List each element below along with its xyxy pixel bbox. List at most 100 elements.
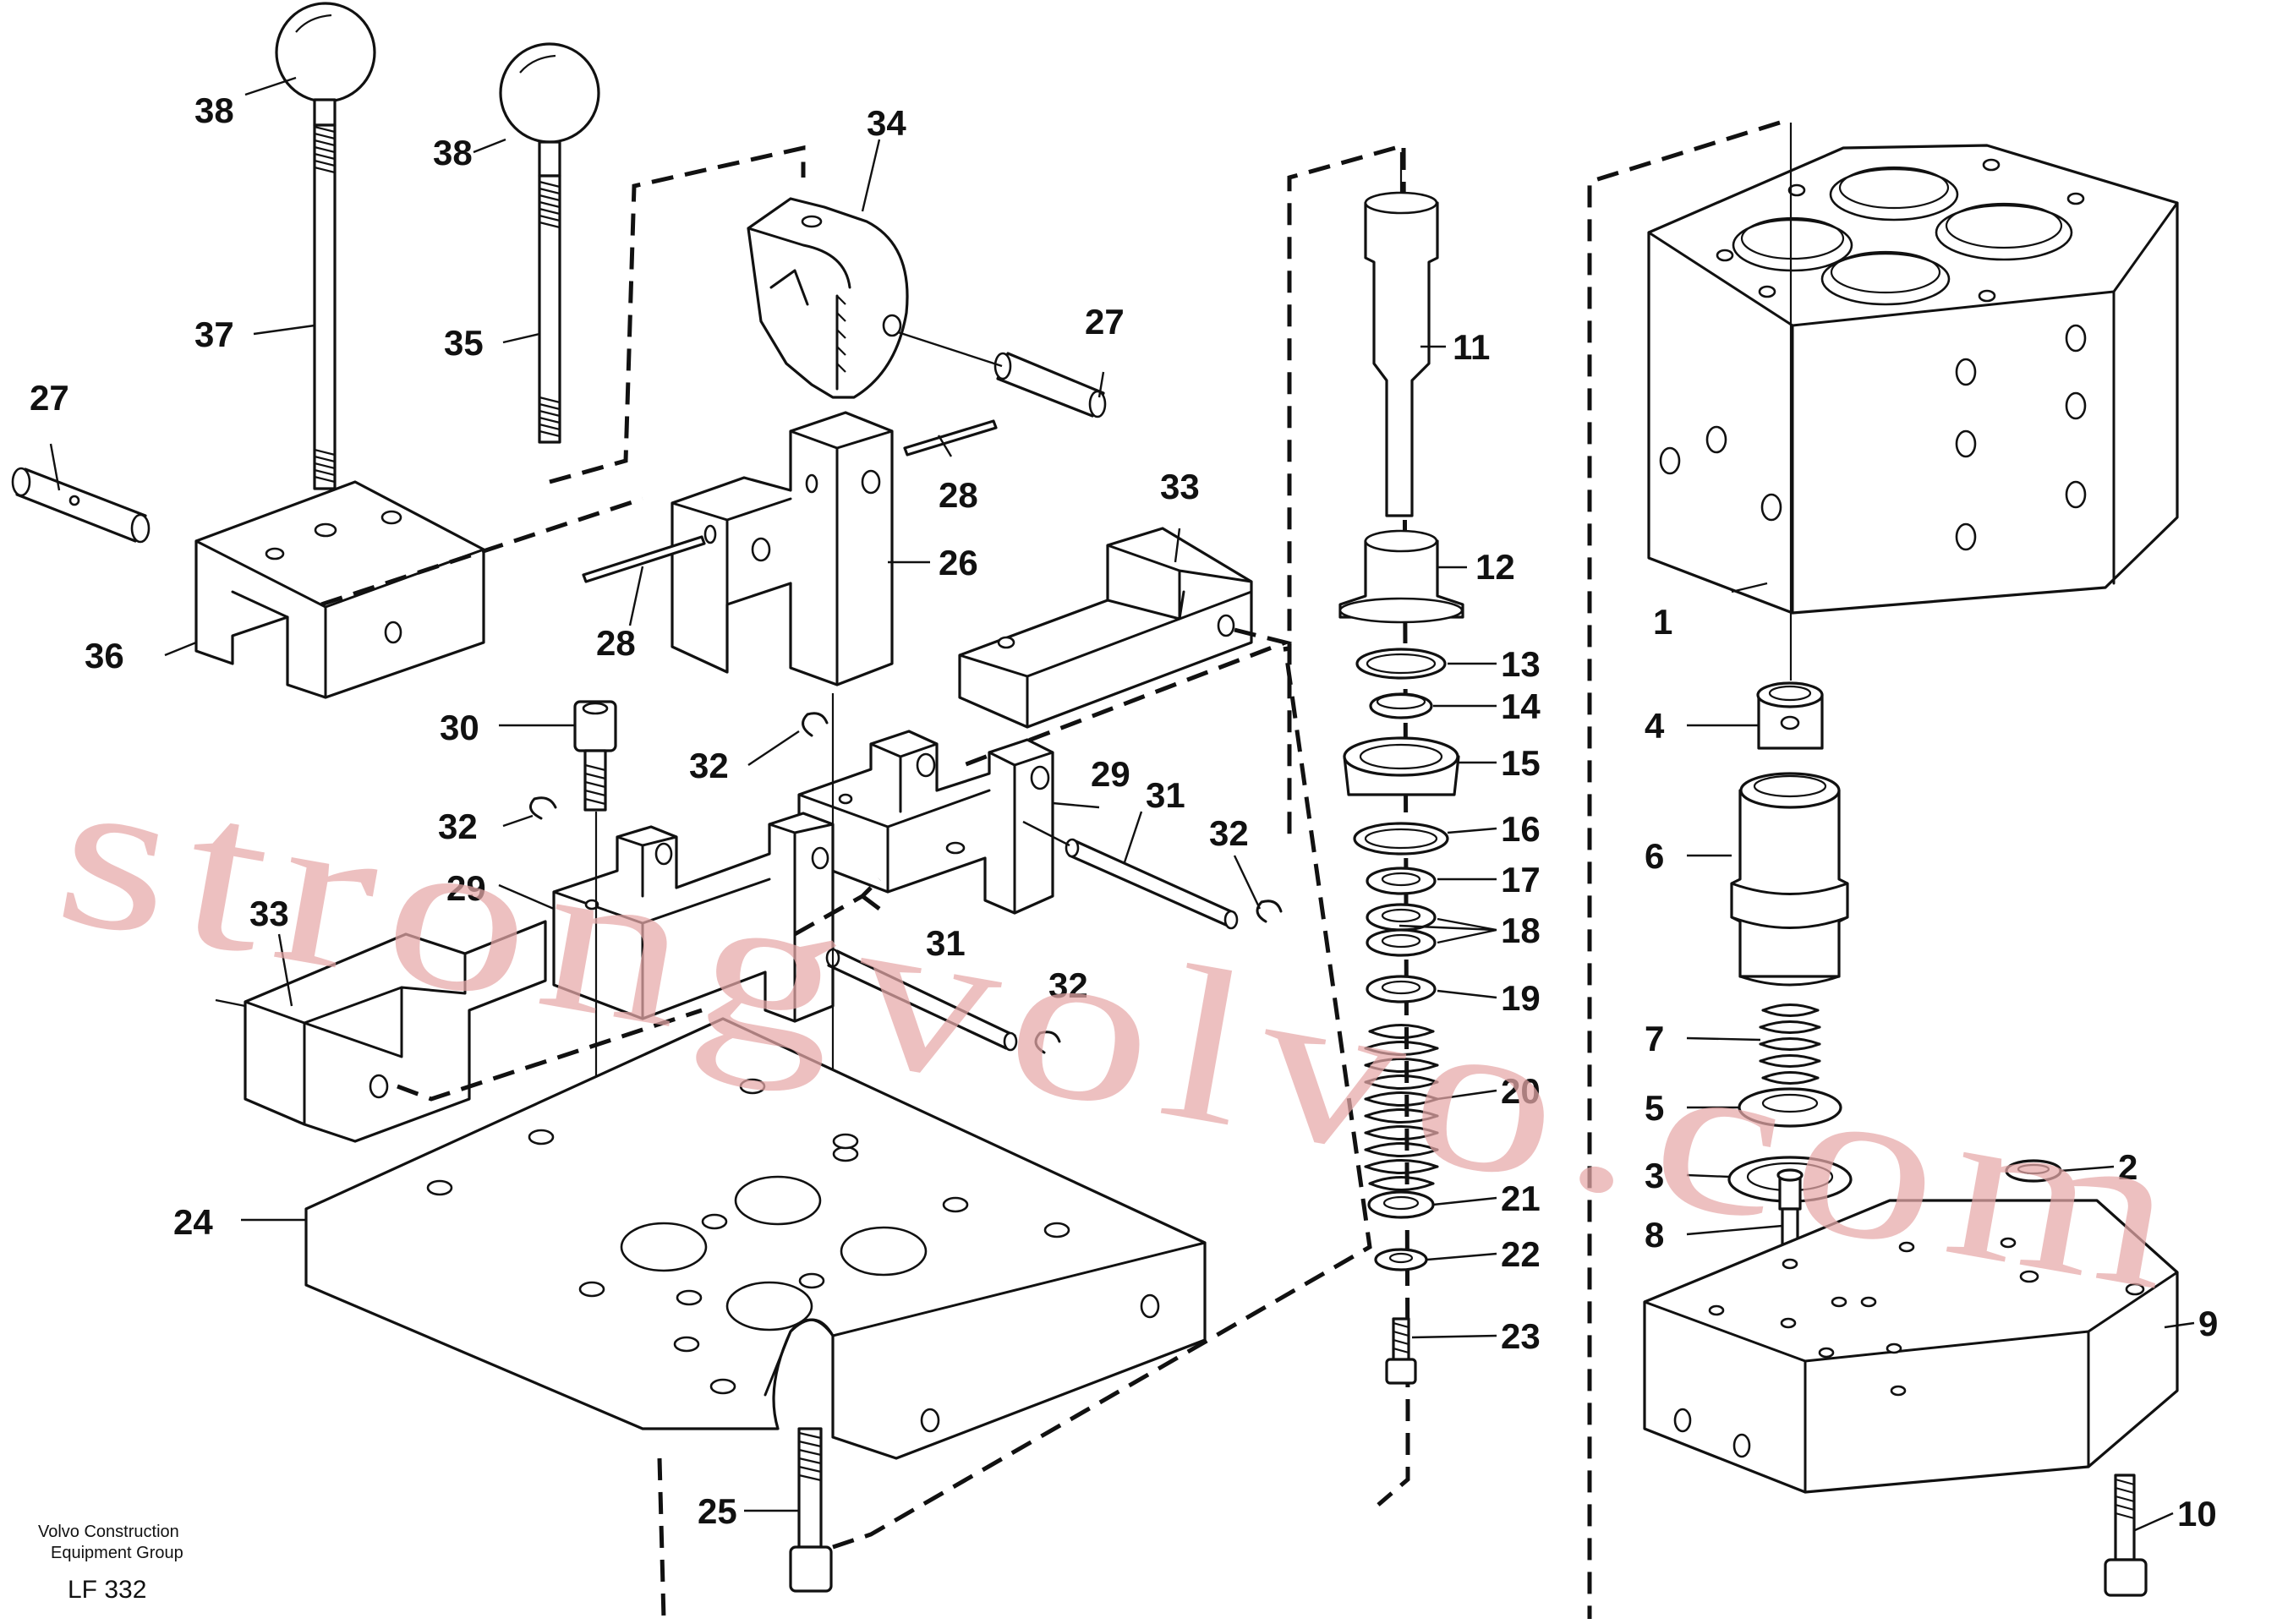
bracket-26: [671, 411, 894, 686]
callout-4: 4: [1645, 706, 1665, 746]
callout-37: 37: [194, 314, 234, 354]
pin-27-right: [993, 352, 1107, 418]
sleeve-4: [1756, 681, 1824, 750]
pin-8: [1776, 1168, 1804, 1253]
callout-29-upper: 29: [1091, 754, 1130, 794]
callout-17: 17: [1501, 860, 1541, 899]
assembly-line-center-left: [1287, 145, 1396, 845]
lever-rod-37: [313, 123, 337, 490]
assembly-line-lever-frame: [549, 145, 806, 484]
threaded-rod-35: [538, 174, 561, 444]
callout-27-right: 27: [1085, 302, 1125, 342]
assembly-line-36-26: [320, 496, 643, 607]
assembly-line-33-upper: [963, 627, 1293, 768]
callout-28-upper: 28: [939, 475, 978, 515]
callout-5: 5: [1645, 1088, 1664, 1128]
callout-16: 16: [1501, 809, 1541, 849]
callout-34: 34: [867, 103, 906, 143]
bracket-29-lower: [552, 812, 835, 1023]
bolt-30: [573, 700, 617, 812]
washer-17: [1366, 867, 1437, 895]
callout-10: 10: [2177, 1494, 2217, 1534]
callout-22: 22: [1501, 1234, 1541, 1274]
callout-15: 15: [1501, 743, 1541, 783]
ring-2: [2005, 1159, 2062, 1183]
bolt-10: [2104, 1474, 2148, 1597]
leader-lines: [49, 76, 2195, 1532]
footer-drawing-code: LF 332: [68, 1576, 146, 1604]
seal-15: [1343, 736, 1460, 796]
callout-32-c: 32: [1209, 813, 1249, 853]
callout-18: 18: [1501, 910, 1541, 950]
callout-32-a: 32: [689, 746, 729, 785]
pin-27-left: [11, 467, 151, 544]
callout-20: 20: [1501, 1071, 1541, 1111]
assembly-line-29-lower: [793, 878, 881, 937]
callout-29-lower: 29: [446, 868, 486, 908]
callout-26: 26: [939, 543, 978, 582]
knob-38-middle: [499, 42, 600, 178]
callout-6: 6: [1645, 836, 1664, 876]
callout-23: 23: [1501, 1316, 1541, 1356]
pin-28-lower: [582, 535, 706, 583]
callout-9: 9: [2198, 1304, 2218, 1343]
circlip-32-d: [1034, 1031, 1061, 1054]
callout-38-middle: 38: [433, 133, 473, 172]
callout-33-lower: 33: [249, 894, 289, 933]
callout-12: 12: [1475, 547, 1515, 587]
circlip-32-c: [1256, 899, 1283, 923]
bolt-25: [789, 1427, 833, 1593]
callout-11: 11: [1453, 327, 1490, 367]
spring-20: [1364, 1024, 1439, 1191]
screw-23: [1385, 1317, 1417, 1385]
bushing-12: [1338, 529, 1464, 624]
callout-25: 25: [698, 1491, 737, 1531]
callout-36: 36: [85, 636, 124, 675]
cover-9: [1643, 1199, 2179, 1494]
valve-housing-1: [1647, 144, 2179, 615]
callout-30: 30: [440, 708, 479, 747]
bracket-29-upper: [797, 730, 1054, 915]
callout-38-left: 38: [194, 90, 234, 130]
assembly-line-right-frame: [1587, 120, 1781, 1619]
bracket-33-lower: [244, 920, 547, 1143]
washer-22: [1374, 1248, 1428, 1271]
callout-2: 2: [2118, 1147, 2137, 1187]
callout-24: 24: [173, 1202, 213, 1242]
callout-28-lower: 28: [596, 623, 636, 663]
shaft-31-upper: [1065, 838, 1239, 930]
callout-8: 8: [1645, 1215, 1664, 1255]
callout-21: 21: [1501, 1178, 1541, 1218]
washer-19: [1366, 975, 1437, 1003]
callout-3: 3: [1645, 1156, 1664, 1195]
footer-company-line1: Volvo Construction: [38, 1523, 179, 1541]
callout-33-upper: 33: [1160, 467, 1200, 506]
callout-13: 13: [1501, 644, 1541, 684]
callout-19: 19: [1501, 978, 1541, 1018]
block-36: [194, 480, 485, 699]
shaft-31-lower: [825, 948, 1018, 1052]
callout-14: 14: [1501, 686, 1541, 726]
pin-28-upper: [903, 419, 998, 457]
circlip-32-a: [802, 712, 829, 737]
plunger-11: [1364, 152, 1439, 517]
plate-24: [304, 1017, 1207, 1460]
callout-32-d: 32: [1048, 965, 1088, 1005]
assembly-line-33-lower: [397, 1008, 703, 1102]
spring-7: [1759, 1003, 1821, 1085]
circlip-32-b: [529, 796, 557, 820]
callout-27-left: 27: [30, 378, 69, 418]
knob-38-left: [275, 2, 376, 127]
footer-company-line2: Equipment Group: [51, 1544, 183, 1562]
callout-7: 7: [1645, 1019, 1664, 1058]
callout-1: 1: [1653, 602, 1672, 642]
callout-32-b: 32: [438, 807, 478, 846]
callout-35: 35: [444, 323, 484, 363]
cam-34: [747, 197, 909, 399]
ring-16: [1353, 822, 1449, 856]
washers-18: [1366, 903, 1437, 957]
spool-6: [1730, 772, 1849, 987]
ring-14: [1369, 692, 1433, 719]
assembly-line-25: [657, 646, 1372, 1620]
